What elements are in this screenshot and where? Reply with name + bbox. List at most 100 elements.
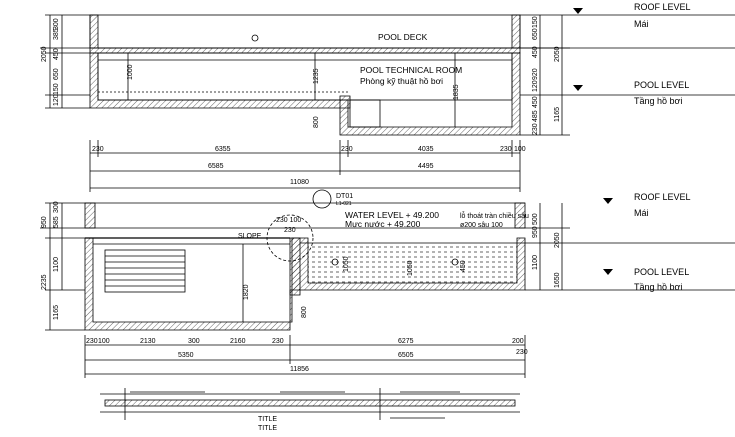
bottom-slab	[104, 399, 516, 407]
svg-text:4495: 4495	[418, 163, 434, 170]
svg-text:450: 450	[460, 260, 467, 272]
svg-text:100: 100	[98, 338, 110, 345]
svg-text:300: 300	[53, 201, 60, 213]
pool-vn-label-mid: Tầng hồ bơi	[634, 282, 682, 292]
svg-text:2235: 2235	[41, 274, 48, 290]
svg-text:450: 450	[532, 46, 539, 58]
top-level-markers: ROOF LEVEL Mái POOL LEVEL Tầng hồ bơi	[573, 2, 691, 106]
svg-text:230: 230	[86, 338, 98, 345]
bottom-strip: TITLE TITLE	[100, 388, 520, 432]
top-inner-dims: 1000 1235 1835 800	[127, 53, 460, 128]
detail-tag	[312, 189, 332, 209]
svg-text:800: 800	[313, 116, 320, 128]
svg-text:1050: 1050	[343, 256, 350, 272]
overflow-dim: ø200 sâu 100	[460, 222, 503, 229]
svg-text:2130: 2130	[140, 338, 156, 345]
top-section: POOL DECK POOL TECHNICAL ROOM Phòng kỹ t…	[40, 2, 735, 192]
svg-text:1165: 1165	[53, 305, 60, 320]
svg-text:950: 950	[532, 226, 539, 238]
water-level-label: WATER LEVEL + 49.200	[345, 210, 439, 220]
stair	[104, 249, 186, 293]
svg-text:230: 230	[341, 146, 353, 153]
svg-text:120: 120	[53, 94, 60, 106]
deck-slab	[89, 47, 521, 54]
svg-text:230: 230	[532, 123, 539, 135]
mid-section: 1820 1050 1050 450 800 WATER LEVEL + 49.…	[40, 189, 735, 378]
roof-vn-label-mid: Mái	[634, 208, 649, 218]
svg-text:5350: 5350	[178, 352, 194, 359]
svg-text:150: 150	[53, 83, 60, 95]
svg-text:230: 230	[516, 349, 528, 356]
detail-callout-circle	[266, 214, 314, 262]
pool-water	[308, 243, 517, 283]
pool-level-label-top: POOL LEVEL	[634, 80, 689, 90]
mid-left-dims: 950 585 300 1100 2235 1165	[41, 201, 85, 331]
overflow-note: lỗ thoát tràn chiều sâu	[460, 211, 529, 220]
svg-text:6355: 6355	[215, 146, 231, 153]
svg-text:2050: 2050	[554, 46, 561, 62]
svg-text:1835: 1835	[453, 84, 460, 100]
mid-right-dims: 500 2050 1100 950 1650	[525, 203, 735, 291]
svg-text:100: 100	[514, 146, 526, 153]
left-chamber-wall	[84, 237, 301, 331]
mid-bottom-dims: 230 100 2130 300 2160 230 6275 200 5350 …	[84, 335, 528, 378]
svg-text:6275: 6275	[398, 338, 414, 345]
tech-room-label-en: POOL TECHNICAL ROOM	[360, 65, 462, 75]
svg-text:300: 300	[188, 338, 200, 345]
pool-vn-label-top: Tầng hồ bơi	[634, 96, 682, 106]
svg-text:485: 485	[532, 110, 539, 122]
title-label-2: TITLE	[258, 425, 277, 432]
svg-text:450: 450	[53, 48, 60, 60]
roof-level-label-top: ROOF LEVEL	[634, 2, 691, 12]
svg-text:1100: 1100	[532, 255, 539, 270]
roof-vn-label-top: Mái	[634, 19, 649, 29]
svg-text:230: 230	[92, 146, 104, 153]
svg-text:950: 950	[41, 216, 48, 228]
svg-text:300: 300	[53, 18, 60, 30]
water-level-vn-label: Mực nước + 49.200	[345, 219, 421, 229]
slope-label: SLOPE	[238, 233, 262, 240]
svg-text:230: 230	[272, 338, 284, 345]
svg-text:650: 650	[53, 68, 60, 80]
svg-text:200: 200	[512, 338, 524, 345]
svg-text:1235: 1235	[313, 68, 320, 84]
svg-text:4035: 4035	[418, 146, 434, 153]
svg-text:800: 800	[301, 306, 308, 318]
svg-text:230: 230	[500, 146, 512, 153]
svg-text:2160: 2160	[230, 338, 246, 345]
drain-symbol	[251, 34, 259, 42]
mid-level-markers: ROOF LEVEL Mái POOL LEVEL Tầng hồ bơi	[603, 192, 691, 292]
svg-text:385: 385	[53, 28, 60, 40]
svg-text:230: 230	[284, 227, 296, 234]
svg-text:150: 150	[532, 16, 539, 28]
top-bottom-dims: 230 6355 230 4035 230 100 6585 4495 1108…	[89, 140, 526, 192]
svg-text:585: 585	[53, 216, 60, 228]
deck-upper-box	[89, 14, 521, 49]
top-right-dims: 150 650 450 2050 920 1165 120 450 485 23…	[520, 14, 735, 136]
svg-text:DT01: DT01	[336, 193, 353, 200]
title-label-1: TITLE	[258, 416, 277, 423]
svg-text:L1-021: L1-021	[336, 201, 352, 207]
svg-text:1050: 1050	[407, 260, 414, 276]
svg-text:120: 120	[532, 80, 539, 92]
pool-deck-label: POOL DECK	[378, 32, 428, 42]
svg-text:6585: 6585	[208, 163, 224, 170]
roof-level-label-mid: ROOF LEVEL	[634, 192, 691, 202]
tech-room-label-vn: Phòng kỹ thuật hồ bơi	[360, 76, 443, 86]
svg-text:1165: 1165	[554, 107, 561, 122]
svg-text:11856: 11856	[290, 366, 309, 373]
svg-text:920: 920	[532, 68, 539, 80]
svg-text:2050: 2050	[554, 232, 561, 248]
svg-text:1650: 1650	[554, 272, 561, 288]
svg-text:650: 650	[532, 28, 539, 40]
pool-level-label-mid: POOL LEVEL	[634, 267, 689, 277]
svg-text:450: 450	[532, 96, 539, 108]
svg-text:2050: 2050	[41, 46, 48, 62]
svg-text:6505: 6505	[398, 352, 414, 359]
svg-text:1000: 1000	[127, 64, 134, 80]
top-left-dims: 2050 385 300 450 650 150 120	[41, 14, 90, 109]
svg-text:500: 500	[532, 213, 539, 225]
svg-text:1820: 1820	[243, 284, 250, 300]
